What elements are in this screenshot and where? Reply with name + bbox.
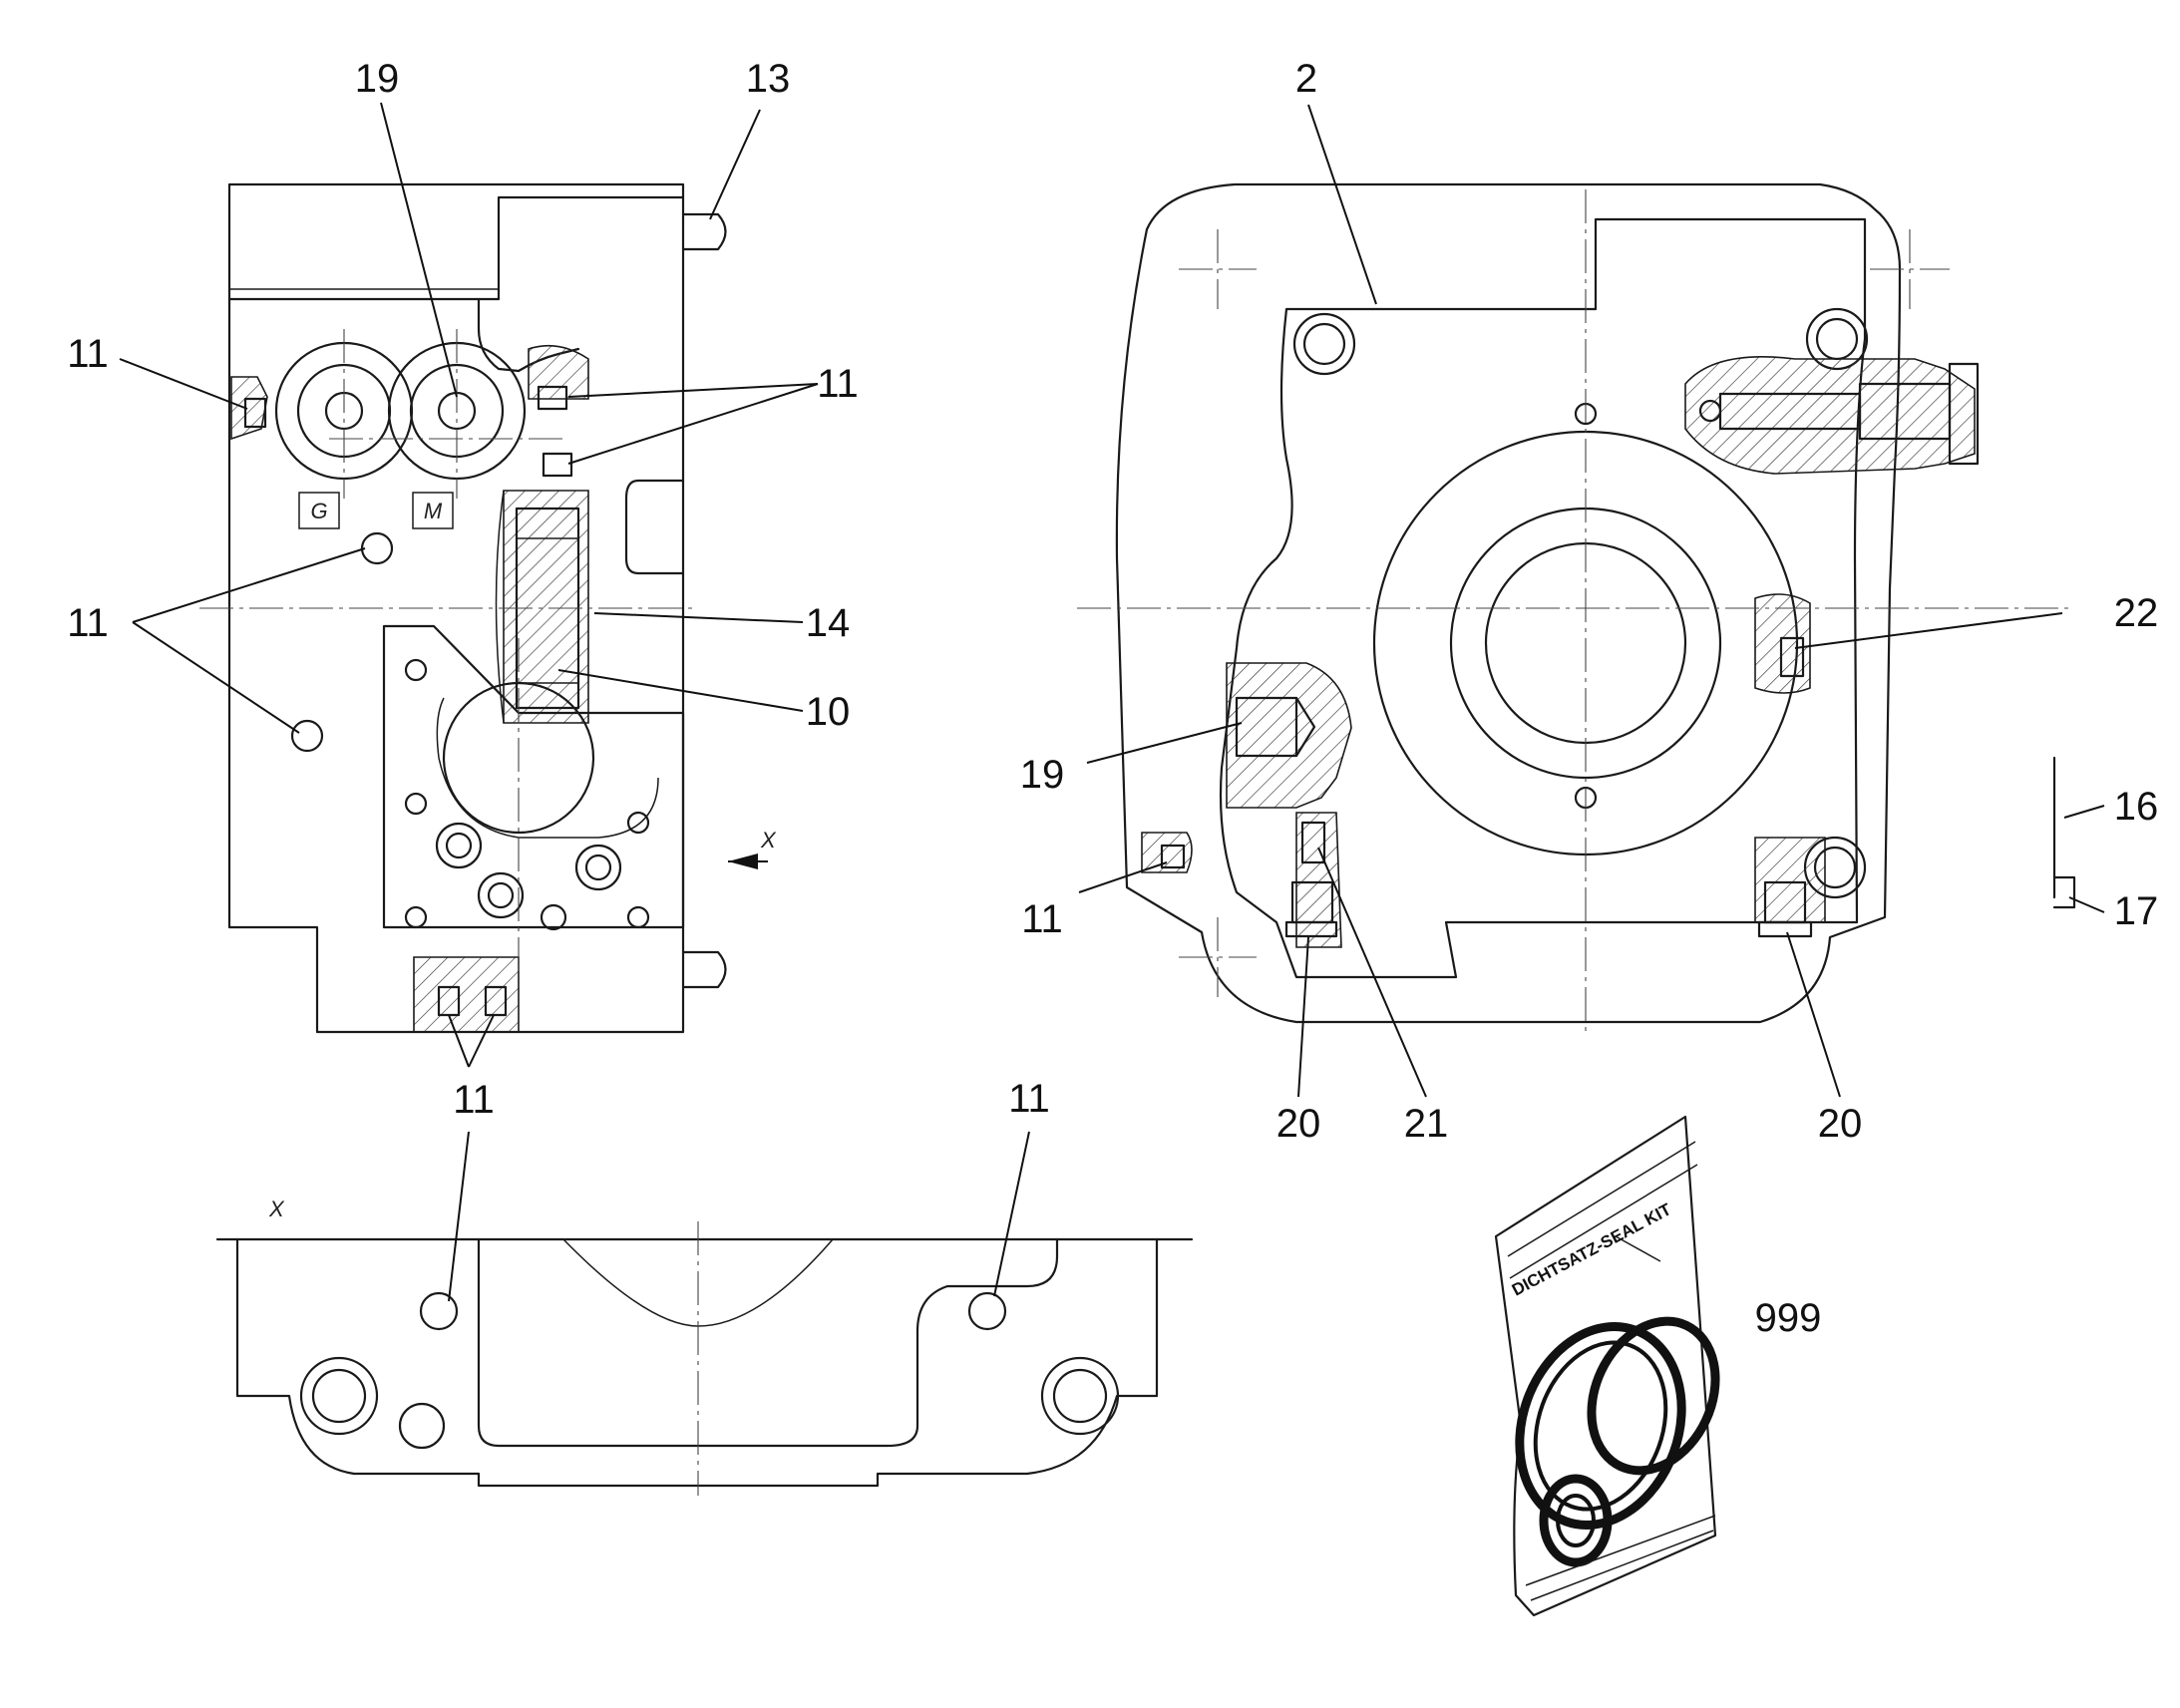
seal-kit-bag-label: DICHTSATZ-SEAL KIT bbox=[1509, 1199, 1675, 1300]
callout-right-19: 19 bbox=[1020, 753, 1065, 797]
bottom-view-x: X bbox=[215, 1196, 1194, 1496]
callout-left-11-c: 11 bbox=[67, 601, 109, 645]
callout-right-20-b: 20 bbox=[1818, 1102, 1863, 1146]
port-label-g: G bbox=[310, 499, 327, 523]
right-housing-view bbox=[1077, 182, 2076, 1037]
seal-kit-bag: DICHTSATZ-SEAL KIT bbox=[1494, 1115, 1720, 1617]
callout-right-17: 17 bbox=[2114, 889, 2159, 933]
callouts: 19 13 11 11 11 14 10 11 2 22 19 16 11 17… bbox=[67, 57, 2158, 1340]
port-label-m: M bbox=[424, 499, 443, 523]
callout-left-19: 19 bbox=[355, 57, 400, 101]
callout-left-13: 13 bbox=[746, 57, 791, 101]
callout-left-11-d: 11 bbox=[453, 1078, 495, 1122]
callout-right-2: 2 bbox=[1295, 57, 1317, 101]
view-x-label: X bbox=[268, 1196, 285, 1221]
callout-seal-kit-999: 999 bbox=[1755, 1296, 1822, 1340]
callout-left-10: 10 bbox=[806, 690, 851, 734]
callout-left-14: 14 bbox=[806, 601, 851, 645]
callout-right-16: 16 bbox=[2114, 785, 2159, 829]
callout-bottom-11-b: 11 bbox=[1008, 1077, 1050, 1121]
callout-right-21: 21 bbox=[1404, 1102, 1449, 1146]
leader-lines bbox=[119, 102, 2105, 1302]
callout-left-11-b: 11 bbox=[817, 362, 859, 406]
callout-right-11: 11 bbox=[1021, 897, 1063, 941]
left-housing-view: G M bbox=[199, 182, 777, 1034]
callout-left-11-a: 11 bbox=[67, 332, 109, 376]
callout-right-22: 22 bbox=[2114, 591, 2159, 635]
view-arrow-x-label: X bbox=[760, 828, 777, 853]
callout-right-20-a: 20 bbox=[1276, 1102, 1321, 1146]
